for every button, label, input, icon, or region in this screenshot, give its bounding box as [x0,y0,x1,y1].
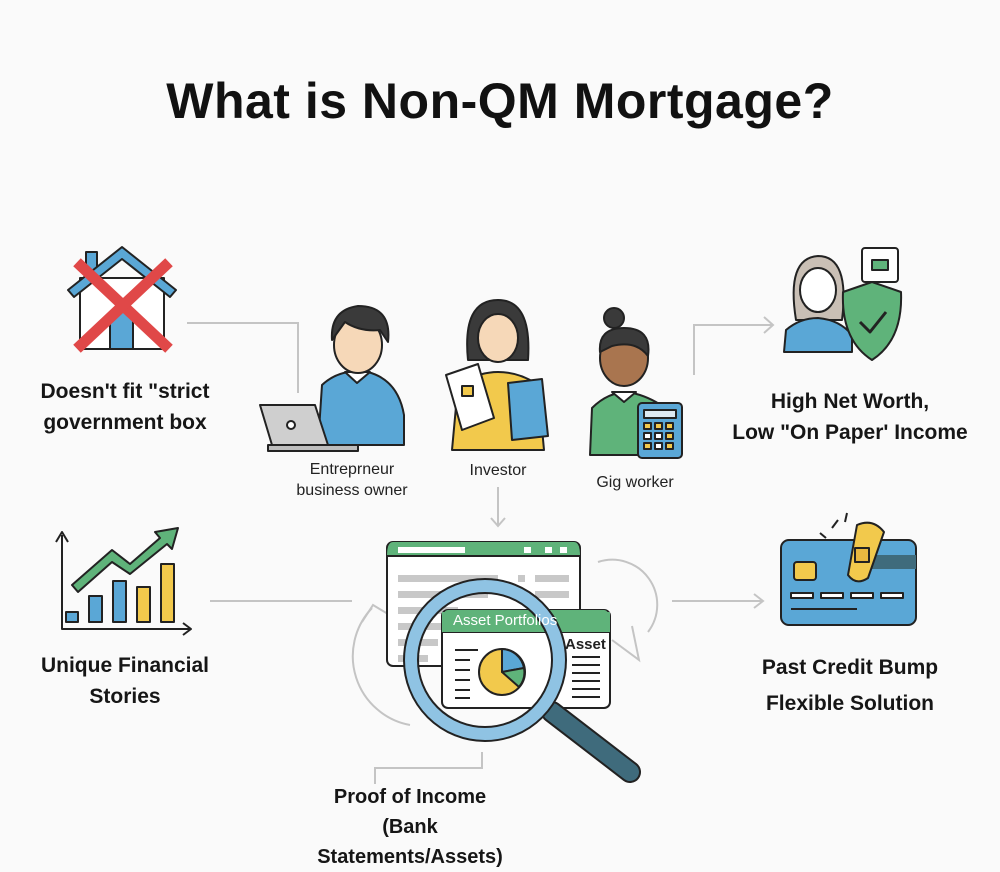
label-line: Entreprneur [309,461,395,478]
magnified-documents-icon [386,541,641,783]
label-government-box: Doesn't fit "strict government box [0,376,250,438]
label-line: Past Credit Bump [761,656,939,679]
label-past-credit: Past Credit Bump Flexible Solution [720,652,980,719]
label-line: Doesn't fit "strict [40,380,210,403]
person-shield-icon [783,247,903,361]
label-gig-worker: Gig worker [596,474,674,491]
label-line: Flexible Solution [765,692,934,715]
gig-worker-calculator-icon [589,307,683,459]
panel-title: Asset Portfolios [453,612,558,629]
connector-lines [187,316,775,784]
label-high-net-worth: High Net Worth, Low "On Paper' Income [700,386,1000,448]
label-line: Stories [89,685,161,708]
label-line: government box [43,411,207,434]
label-line: Low "On Paper' Income [732,421,968,444]
label-line: High Net Worth, [770,390,930,413]
entrepreneur-laptop-icon [259,305,405,452]
label-investor: Investor [469,462,527,479]
label-line: Unique Financial [40,654,210,677]
label-line: Proof of Income [333,786,487,808]
label-unique-stories: Unique Financial Stories [0,650,250,712]
bandaged-credit-card-icon [780,512,917,626]
investor-documents-icon [445,299,549,451]
panel-subtitle: Asset [565,636,606,653]
page-title: What is Non-QM Mortgage? [166,73,834,129]
house-crossed-icon [67,246,177,353]
label-line: business owner [296,482,408,499]
label-entrepreneur: Entreprneur business owner [262,459,442,501]
bar-chart-growth-icon [55,527,192,636]
